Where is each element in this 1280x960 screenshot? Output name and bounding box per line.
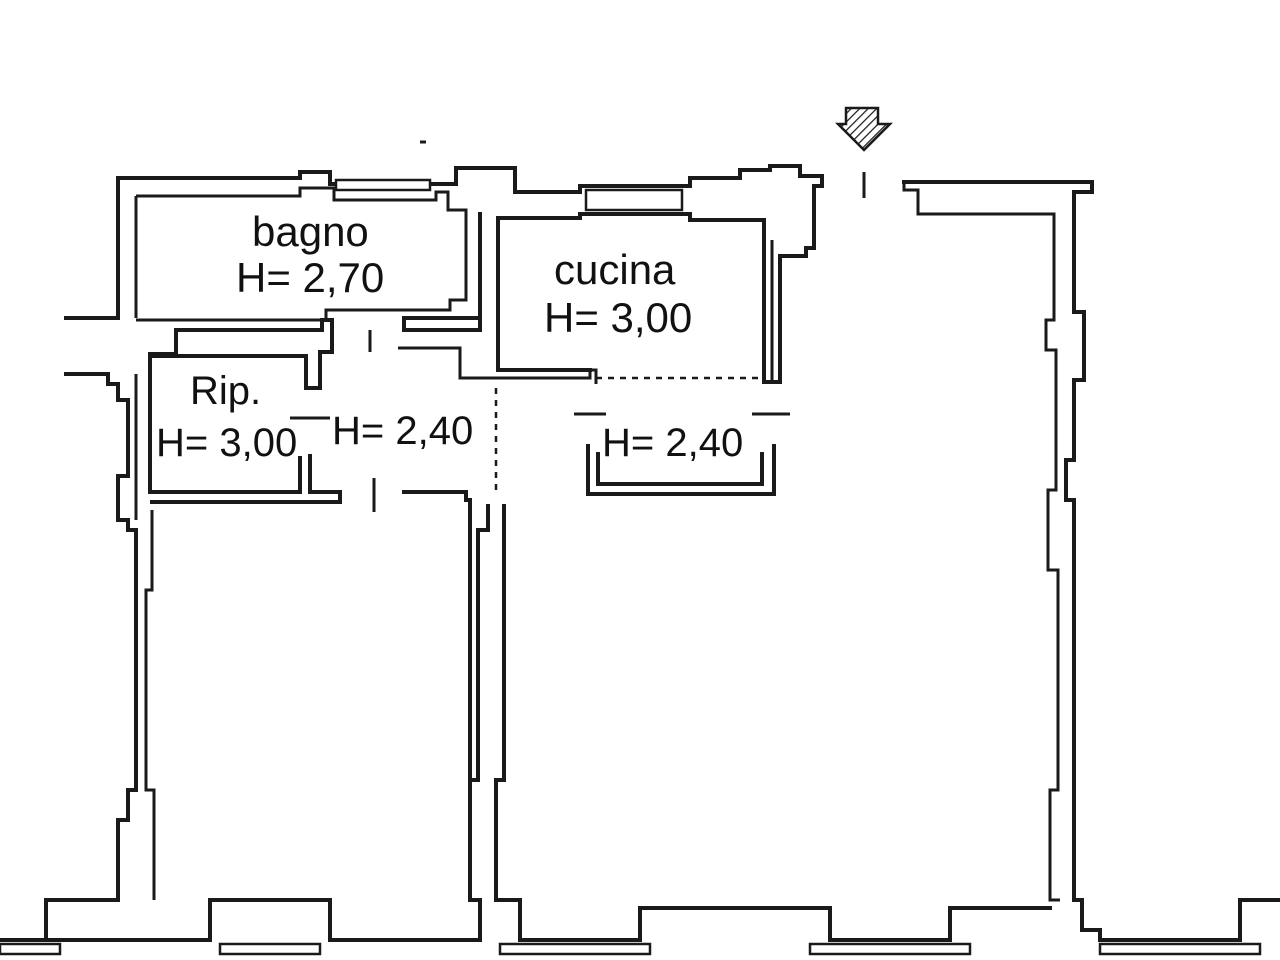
window-bottom-1 [0,942,62,956]
room-height-ingresso: H= 2,40 [602,421,743,465]
ingresso-niche [586,444,776,496]
outer-wall-top-right [902,180,1280,942]
room-label-bagno: bagno [252,208,369,255]
bagno-right-wall [402,212,482,332]
window-bottom-4 [808,942,972,956]
window-bottom-5 [1098,942,1262,956]
room-height-cucina: H= 3,00 [544,294,692,341]
room-height-bagno: H= 2,70 [236,254,384,301]
outer-wall-bottom-middle [494,504,1052,942]
window-bottom-3 [498,942,652,956]
outer-wall-left [0,180,138,942]
middle-left-room-top [402,490,472,782]
entrance-arrow-icon [834,106,894,152]
window-top-bagno [334,178,432,192]
room-height-rip: H= 3,00 [156,421,297,465]
outer-wall-bottom [44,504,490,942]
cucina-walls [496,212,766,384]
window-bottom-2 [218,942,322,956]
outer-wall-top-right-inner [902,182,1060,902]
outer-wall-outline [116,164,824,384]
room-label-cucina: cucina [554,246,676,293]
room-height-corridoio: H= 2,40 [332,409,473,453]
inner-wall-left [134,196,156,900]
room-label-rip: Rip. [190,369,261,413]
bagno-walls [136,186,468,322]
window-top-cucina [584,188,684,212]
corridor-wall-right [398,346,598,384]
